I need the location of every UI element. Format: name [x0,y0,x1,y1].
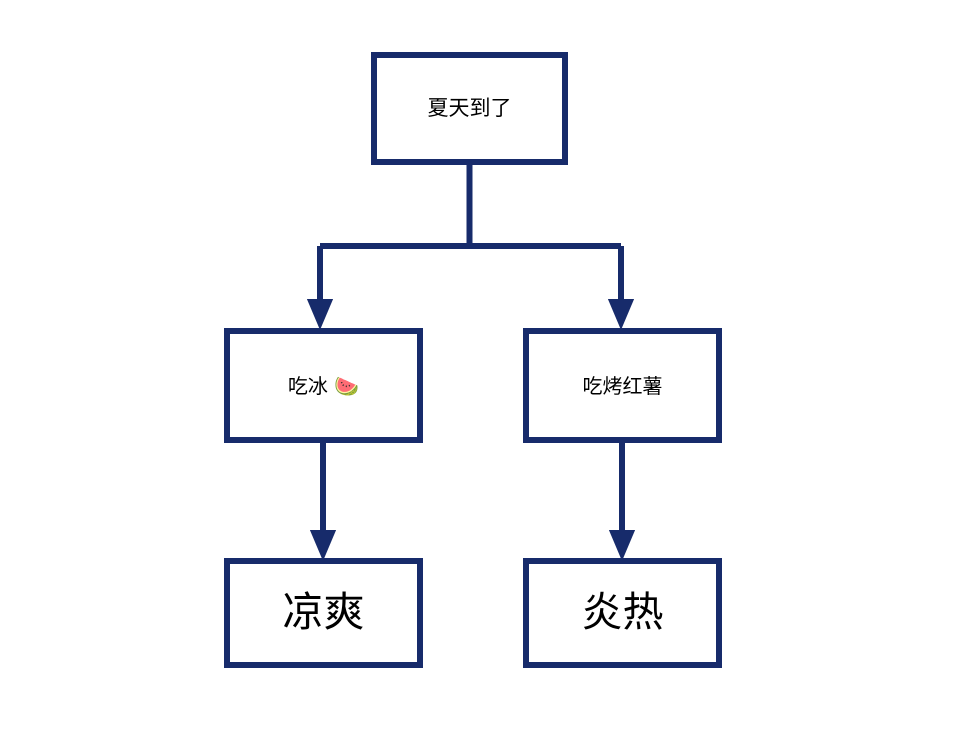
node-label: 吃烤红薯 [582,373,663,398]
node-hot-outcome[interactable]: 炎热 [523,558,722,668]
node-label: 凉爽 [282,588,365,637]
node-label: 炎热 [581,588,664,637]
node-eat-ice[interactable]: 吃冰 🍉 [224,328,423,443]
node-cool-outcome[interactable]: 凉爽 [224,558,423,668]
node-eat-roasted-sweet-potato[interactable]: 吃烤红薯 [523,328,722,443]
node-label: 吃冰 🍉 [287,373,360,398]
node-summer-arrived[interactable]: 夏天到了 [371,52,568,165]
node-label: 夏天到了 [427,95,512,120]
